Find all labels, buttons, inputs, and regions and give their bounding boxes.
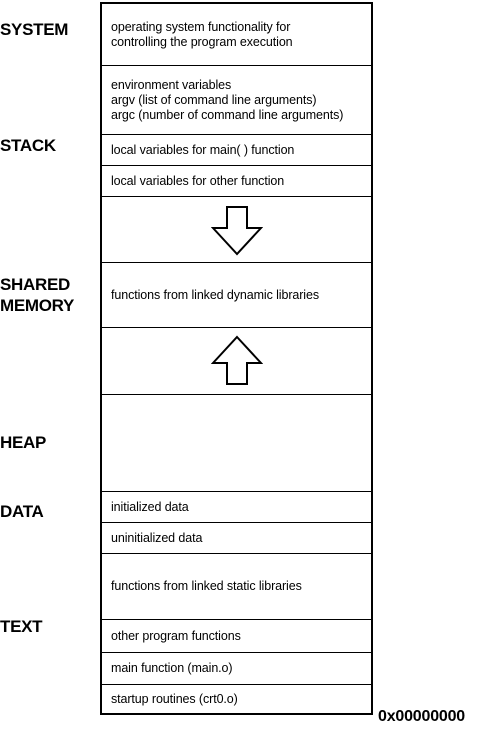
down-arrow-icon [210,205,263,255]
row-main-locals: local variables for main( ) function [102,135,371,166]
memory-layout-column: operating system functionality for contr… [100,2,373,715]
row-system-line-1: operating system functionality for [111,19,291,34]
row-system-line-2: controlling the program execution [111,34,293,49]
row-shared-libraries: functions from linked dynamic libraries [102,263,371,328]
label-heap: HEAP [0,433,47,452]
stack-growth-region [102,197,371,263]
heap-growth-region [102,328,371,395]
row-uninitialized-data: uninitialized data [102,523,371,554]
label-data: DATA [0,502,44,521]
row-system: operating system functionality for contr… [102,4,371,66]
row-main-function: main function (main.o) [102,653,371,685]
row-env-line-1: environment variables [111,77,232,92]
row-initialized-data: initialized data [102,492,371,523]
row-startup-routines: startup routines (crt0.o) [111,691,238,706]
label-text: TEXT [0,617,43,636]
heap-region [102,395,371,492]
up-arrow-icon [210,335,263,385]
row-static-libraries: functions from linked static libraries [102,554,371,620]
row-other-functions: other program functions [102,620,371,653]
label-shared-memory-line-1: SHARED [0,275,70,294]
label-stack: STACK [0,136,56,155]
row-other-locals: local variables for other function [102,166,371,197]
label-shared-memory: SHARED MEMORY [0,274,74,316]
row-env-line-3: argc (number of command line arguments) [111,107,344,122]
row-environment: environment variables argv (list of comm… [102,66,371,135]
label-system: SYSTEM [0,20,69,39]
row-env-line-2: argv (list of command line arguments) [111,92,317,107]
base-address-label: 0x00000000 [378,708,465,725]
label-shared-memory-line-2: MEMORY [0,296,75,315]
